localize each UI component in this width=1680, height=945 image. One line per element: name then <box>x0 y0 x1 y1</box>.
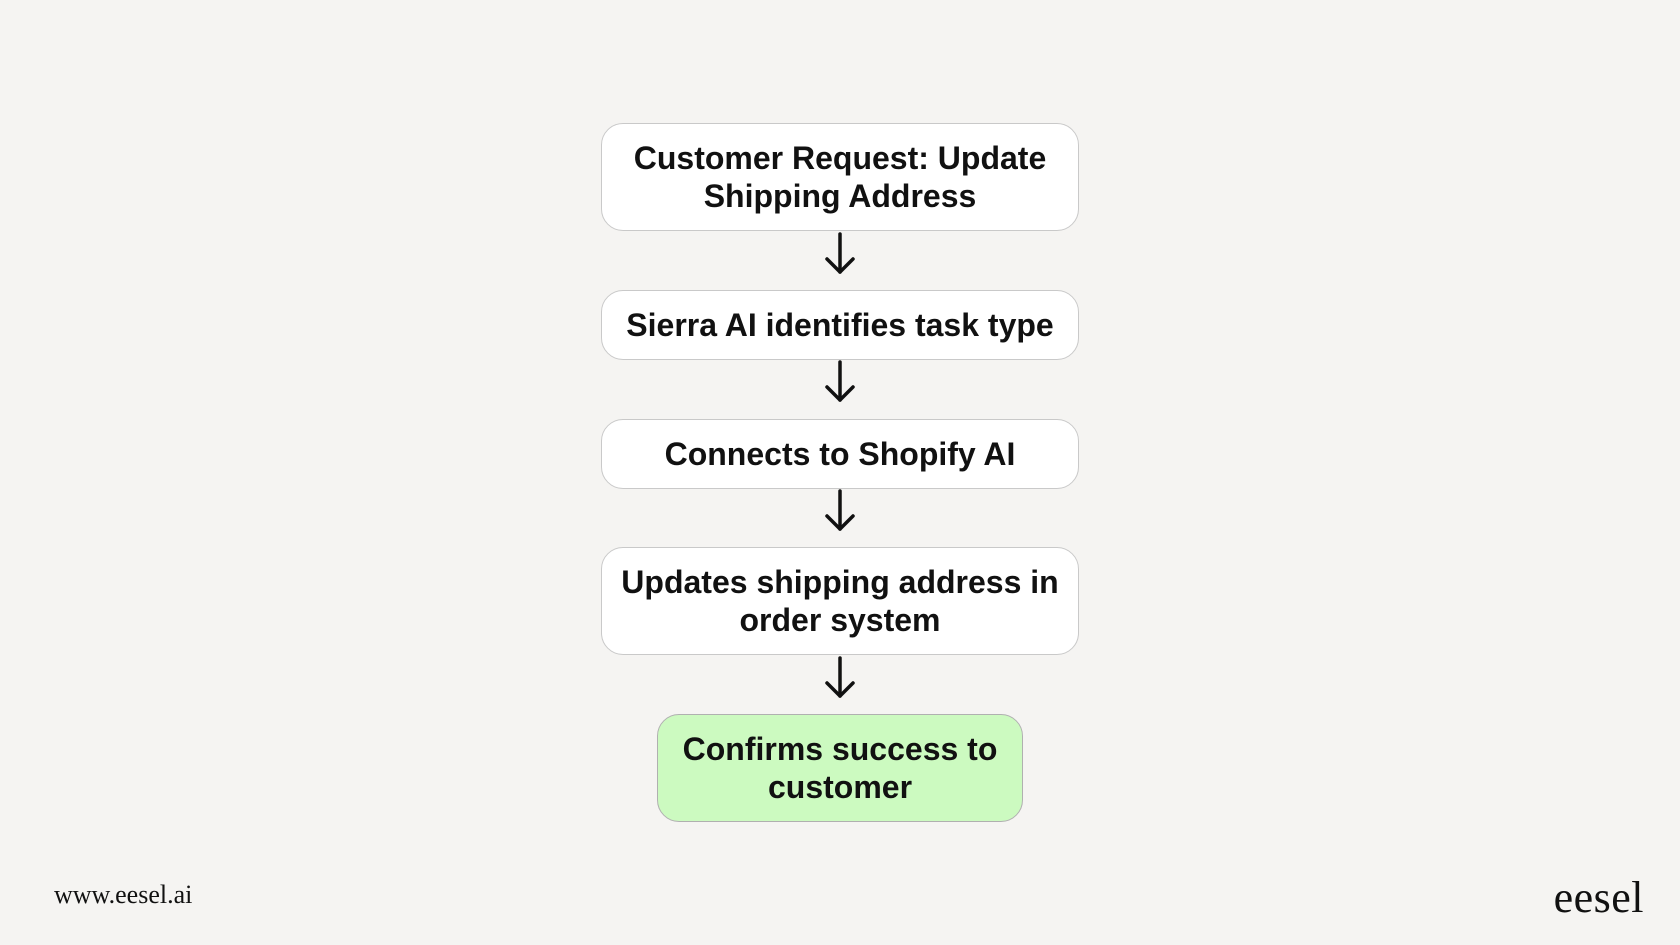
arrow-down-icon <box>825 360 855 402</box>
flow-step-customer-request: Customer Request: Update Shipping Addres… <box>601 123 1079 231</box>
arrow-down-icon <box>825 232 855 274</box>
arrow-down-icon <box>825 656 855 698</box>
flow-step-label: Customer Request: Update Shipping Addres… <box>633 140 1047 214</box>
flow-step-label: Sierra AI identifies task type <box>626 307 1054 343</box>
flow-step-identify-task: Sierra AI identifies task type <box>601 290 1079 360</box>
flow-step-confirm-success: Confirms success to customer <box>657 714 1023 822</box>
flow-step-update-address: Updates shipping address in order system <box>601 547 1079 655</box>
flow-step-connect-shopify: Connects to Shopify AI <box>601 419 1079 489</box>
footer-url: www.eesel.ai <box>54 880 193 909</box>
flow-step-label: Confirms success to customer <box>682 731 998 805</box>
flow-step-label: Connects to Shopify AI <box>664 436 1016 472</box>
brand-logo: eesel <box>1553 873 1644 922</box>
arrow-down-icon <box>825 489 855 531</box>
flow-step-label: Updates shipping address in order system <box>621 564 1059 638</box>
